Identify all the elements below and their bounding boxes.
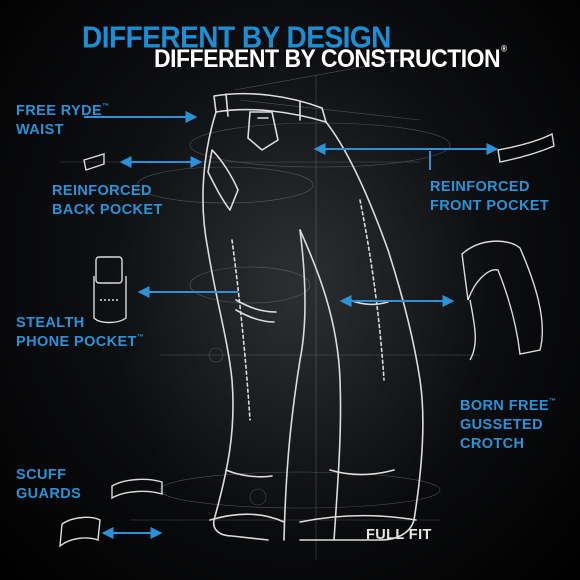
callout-back-pocket-line1: REINFORCED [52,183,152,199]
callout-scuff-guards-line2: GUARDS [16,486,82,502]
waistband-detail-left [83,153,105,171]
callout-waist-name: FREE RYDE [16,103,103,119]
callout-phone-pocket-line2: PHONE POCKET™ [16,333,144,352]
callout-scuff-guards: SCUFF GUARDS [16,466,81,504]
callout-waist: FREE RYDE™ WAIST [16,102,109,140]
waistband-detail-right [497,132,555,163]
callout-waist-line2: WAIST [16,122,64,138]
trademark-mark: ™ [102,103,110,110]
headline-secondary: DIFFERENT BY CONSTRUCTION® [154,44,507,74]
jeans-outline [202,92,424,541]
background-glow [110,50,490,550]
callout-phone-pocket-line1: STEALTH [16,315,85,331]
callout-full-fit: FULL FIT [366,526,432,545]
callout-crotch-line2: GUSSETED [460,417,543,433]
registered-mark: ® [501,44,507,54]
callout-arrows [84,111,499,539]
gusset-detail [461,240,544,361]
callout-phone-pocket: STEALTH PHONE POCKET™ [16,314,144,352]
phone-pocket-detail [93,256,127,324]
callout-crotch-name: BORN FREE [460,398,549,414]
trademark-mark: ™ [136,334,145,341]
callout-front-pocket-line2: FRONT POCKET [430,198,550,214]
callout-back-pocket-line2: BACK POCKET [52,202,163,218]
trademark-mark: ™ [549,398,557,405]
callout-back-pocket: REINFORCED BACK POCKET [52,182,163,220]
headline-primary: DIFFERENT BY DESIGN [82,20,391,55]
callout-front-pocket-line1: REINFORCED [430,179,530,195]
callout-waist-line1: FREE RYDE™ [16,102,109,121]
callout-scuff-guards-line1: SCUFF [16,467,67,483]
callout-crotch-line3: CROTCH [460,436,525,452]
callout-crotch: BORN FREE™ GUSSETED CROTCH [460,397,556,454]
callout-front-pocket: REINFORCED FRONT POCKET [430,178,549,216]
scuff-guard-detail [59,478,163,548]
callout-full-fit-line1: FULL FIT [366,527,432,543]
headline-secondary-text: DIFFERENT BY CONSTRUCTION [154,44,501,73]
callout-phone-pocket-name: PHONE POCKET [16,334,137,350]
callout-crotch-line1: BORN FREE™ [460,397,556,416]
